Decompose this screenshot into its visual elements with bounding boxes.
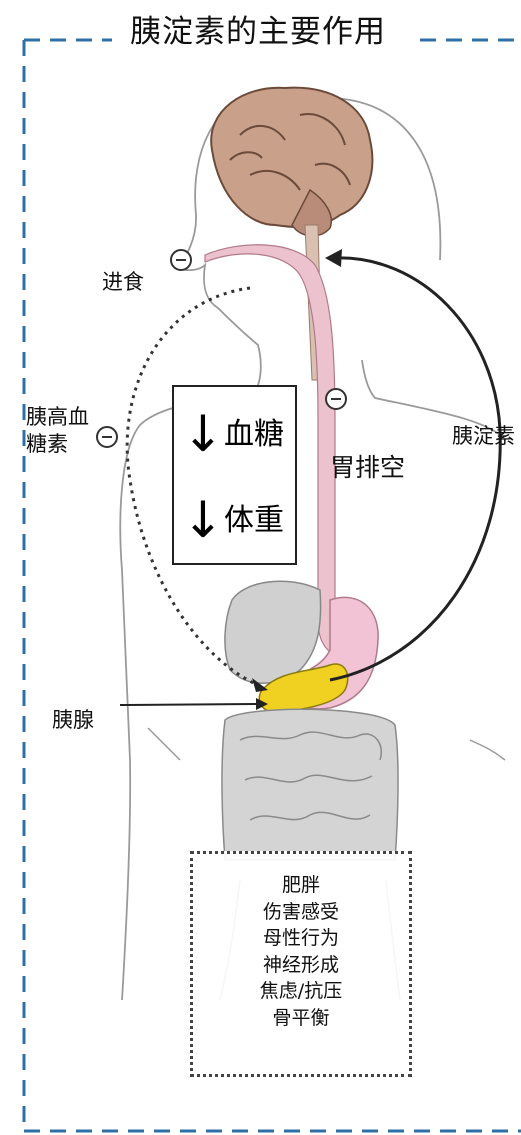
role-item: 伤害感受: [193, 899, 409, 926]
effect-label-body-weight: 体重: [224, 503, 284, 539]
effect-row-body-weight: ↓ 体重: [174, 477, 295, 563]
label-intake: 进食: [102, 266, 144, 296]
label-glucagon-line1: 胰高血: [26, 404, 89, 431]
down-arrow-icon: ↓: [182, 397, 224, 471]
role-item: 母性行为: [193, 925, 409, 952]
amylin-arrowhead: [325, 249, 342, 267]
role-item: 骨平衡: [193, 1005, 409, 1032]
liver: [225, 581, 321, 683]
down-arrow-icon: ↓: [182, 483, 224, 557]
role-item: 肥胖: [193, 872, 409, 899]
role-item: 焦虑/抗压: [193, 978, 409, 1005]
label-glucagon: 胰高血 糖素: [26, 404, 89, 458]
label-gastric-emptying: 胃排空: [330, 448, 405, 484]
diagram-title: 胰淀素的主要作用: [124, 6, 392, 51]
pancreas-pointer: [120, 704, 258, 705]
effect-label-blood-glucose: 血糖: [224, 417, 284, 453]
role-item: 神经形成: [193, 952, 409, 979]
label-pancreas: 胰腺: [52, 704, 94, 734]
roles-box: 肥胖 伤害感受 母性行为 神经形成 焦虑/抗压 骨平衡: [190, 851, 412, 1077]
roles-list: 肥胖 伤害感受 母性行为 神经形成 焦虑/抗压 骨平衡: [193, 854, 409, 1031]
label-glucagon-line2: 糖素: [26, 431, 89, 458]
label-amylin: 胰淀素: [452, 420, 515, 450]
effects-box: ↓ 血糖 ↓ 体重: [172, 385, 297, 565]
effect-row-blood-glucose: ↓ 血糖: [174, 391, 295, 477]
intestines: [222, 709, 398, 860]
brain: [211, 88, 372, 236]
